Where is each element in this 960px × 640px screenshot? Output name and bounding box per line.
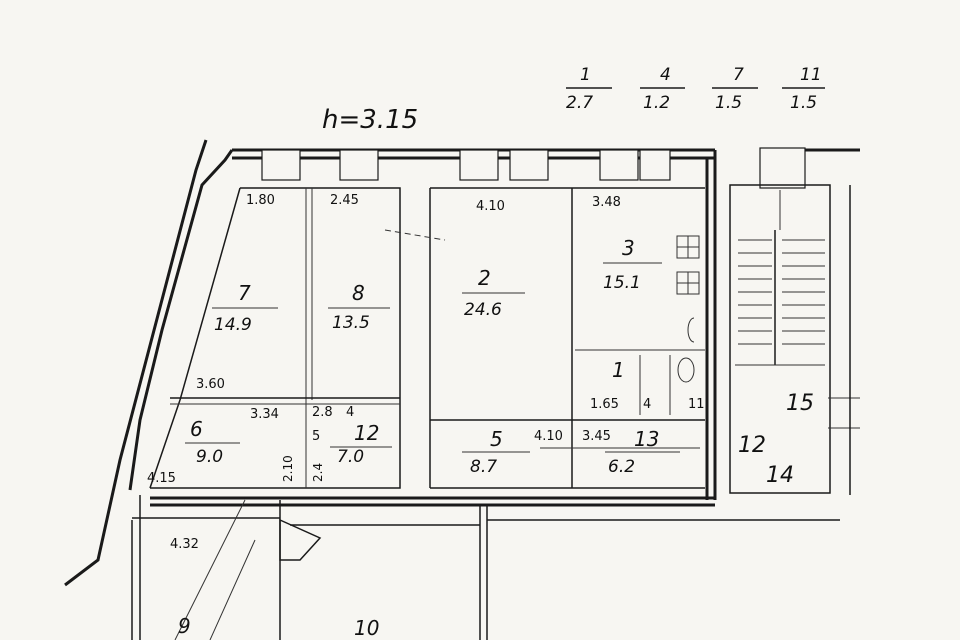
room-6-number: 6	[190, 417, 203, 441]
dim-3-34: 3.34	[250, 407, 279, 422]
room-10-number: 10	[354, 616, 379, 640]
room-12-number: 12	[354, 421, 379, 445]
dim-1-65: 1.65	[590, 397, 619, 412]
room-8-area: 13.5	[332, 313, 370, 333]
room-3-area: 15.1	[603, 273, 641, 293]
room-7-number: 7	[238, 281, 251, 305]
windows	[261, 147, 806, 189]
dim-5: 5	[312, 429, 320, 444]
dim-1-80: 1.80	[246, 193, 275, 208]
dim-4-a: 4	[346, 405, 354, 420]
room-2-area: 24.6	[464, 300, 502, 320]
legend-room-4: 4	[660, 65, 671, 85]
dim-4-32: 4.32	[170, 537, 199, 552]
room-3-number: 3	[622, 236, 635, 260]
room-7-area: 14.9	[214, 315, 252, 335]
legend-room-1: 1	[580, 65, 591, 85]
room-13-area: 6.2	[608, 457, 635, 477]
dim-2-45: 2.45	[330, 193, 359, 208]
legend-area-1: 2.7	[566, 93, 593, 113]
room-labels: 7 14.9 8 13.5 2 24.6 3 15.1 6 9.0 12 7.0…	[178, 236, 814, 640]
dimension-labels: 1.80 2.45 4.10 3.48 3.60 3.34 2.8 4 5 2.…	[147, 193, 705, 552]
lower-walls	[131, 495, 840, 640]
legend-area-7: 1.5	[715, 93, 742, 113]
room-5-area: 8.7	[470, 457, 497, 477]
room-walls	[149, 187, 705, 489]
ceiling-height: h=3.15	[322, 105, 418, 135]
room-6-area: 9.0	[196, 447, 223, 467]
room-9-number: 9	[178, 614, 191, 638]
legend-area-4: 1.2	[643, 93, 670, 113]
legend-room-11: 11	[800, 65, 822, 85]
room-8-number: 8	[352, 281, 365, 305]
room-14-number: 14	[766, 463, 794, 488]
staircase	[729, 148, 860, 495]
dim-2-4: 2.4	[311, 463, 325, 482]
room-12-area: 7.0	[337, 447, 364, 467]
dim-3-48: 3.48	[592, 195, 621, 210]
toilet	[677, 317, 695, 383]
room-13-number: 13	[634, 427, 659, 451]
room-2-number: 2	[478, 266, 491, 290]
dim-2-8: 2.8	[312, 405, 333, 420]
dim-3-60: 3.60	[196, 377, 225, 392]
dim-11: 11	[688, 397, 705, 412]
legend-area-11: 1.5	[790, 93, 817, 113]
dim-4-10-mid: 4.10	[534, 429, 563, 444]
legend-room-7: 7	[733, 65, 744, 85]
dim-4-10-top: 4.10	[476, 199, 505, 214]
stove	[676, 235, 700, 295]
room-1-number: 1	[612, 358, 625, 382]
dim-4-15: 4.15	[147, 471, 176, 486]
dim-4-b: 4	[643, 397, 651, 412]
room-12b-number: 12	[738, 433, 766, 458]
dim-2-10: 2.10	[281, 455, 295, 482]
room-15-number: 15	[786, 391, 814, 416]
room-5-number: 5	[490, 427, 503, 451]
dim-3-45: 3.45	[582, 429, 611, 444]
area-legend: 1 2.7 4 1.2 7 1.5 11 1.5	[566, 65, 825, 113]
